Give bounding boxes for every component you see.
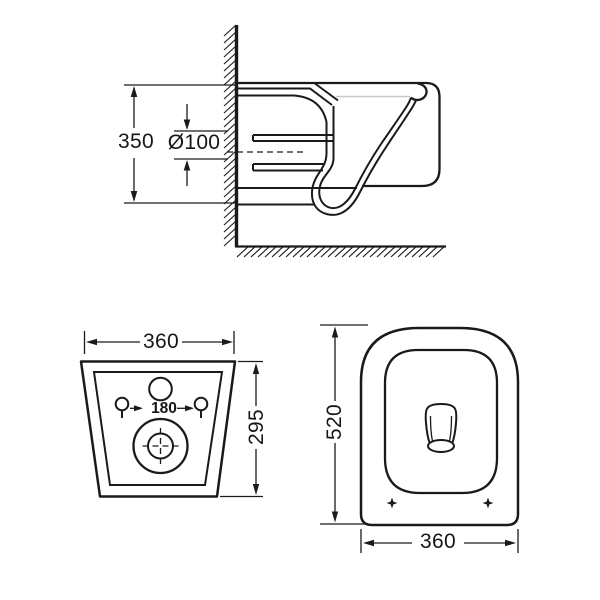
wall-hatch [223, 24, 237, 247]
fixing-mark-right [482, 497, 494, 509]
outlet-diameter-label: Ø100 [167, 131, 221, 154]
drain-sump [424, 402, 458, 453]
side-height-label: 350 [118, 130, 154, 153]
rear-outline [79, 360, 237, 498]
arrow-down-icon [331, 511, 339, 523]
arrow-right-icon [134, 405, 143, 412]
dimension-width-360-plan [360, 529, 519, 553]
inlet-channel-diagonal [314, 82, 339, 102]
arrow-down-icon [183, 119, 191, 130]
rear-width-label: 360 [143, 330, 179, 353]
arrow-up-icon [183, 160, 191, 171]
rim-lip-curl [410, 82, 428, 102]
arrow-right-icon [505, 539, 516, 547]
arrow-down-icon [252, 484, 260, 495]
trap-inner-curve [318, 97, 412, 210]
arrow-left-icon [86, 338, 97, 346]
water-inlet-hole [148, 376, 173, 402]
rear-height-label: 295 [245, 409, 268, 445]
bolt-hole-right [193, 396, 209, 418]
arrow-left-icon [363, 539, 374, 547]
toilet-side-profile [238, 81, 441, 216]
dimension-width-360 [83, 331, 235, 354]
arrow-up-icon [331, 326, 339, 338]
dimension-outlet-diameter-100 [174, 104, 228, 186]
arrow-right-icon [185, 405, 194, 412]
fixing-mark-left [386, 497, 398, 509]
plan-width-label: 360 [420, 530, 456, 553]
bowl-outer-profile [238, 81, 441, 188]
dimension-depth-520 [320, 324, 368, 525]
dimension-bolt-spacing-180 [130, 405, 194, 412]
floor-hatch [236, 246, 445, 258]
seat-rim [383, 348, 499, 495]
plan-view [320, 324, 520, 553]
side-view [124, 24, 446, 258]
bolt-hole-left [114, 396, 130, 418]
dimension-height-295 [220, 360, 263, 498]
outlet-hole-outer [132, 417, 189, 475]
outlet-hole-inner [147, 432, 174, 460]
arrow-up-icon [130, 86, 138, 97]
dimension-height-350 [124, 84, 236, 204]
rear-view [79, 331, 263, 498]
inlet-channel-top [238, 87, 333, 106]
plan-outline [359, 326, 520, 527]
bolt-spacing-label: 180 [151, 400, 177, 417]
outlet-pipe [227, 134, 334, 172]
trap-outer-curve [238, 94, 417, 216]
arrow-down-icon [130, 191, 138, 202]
arrow-right-icon [222, 338, 233, 346]
plan-depth-label: 520 [323, 404, 346, 440]
arrow-up-icon [252, 363, 260, 374]
rear-inner-panel [92, 371, 224, 486]
